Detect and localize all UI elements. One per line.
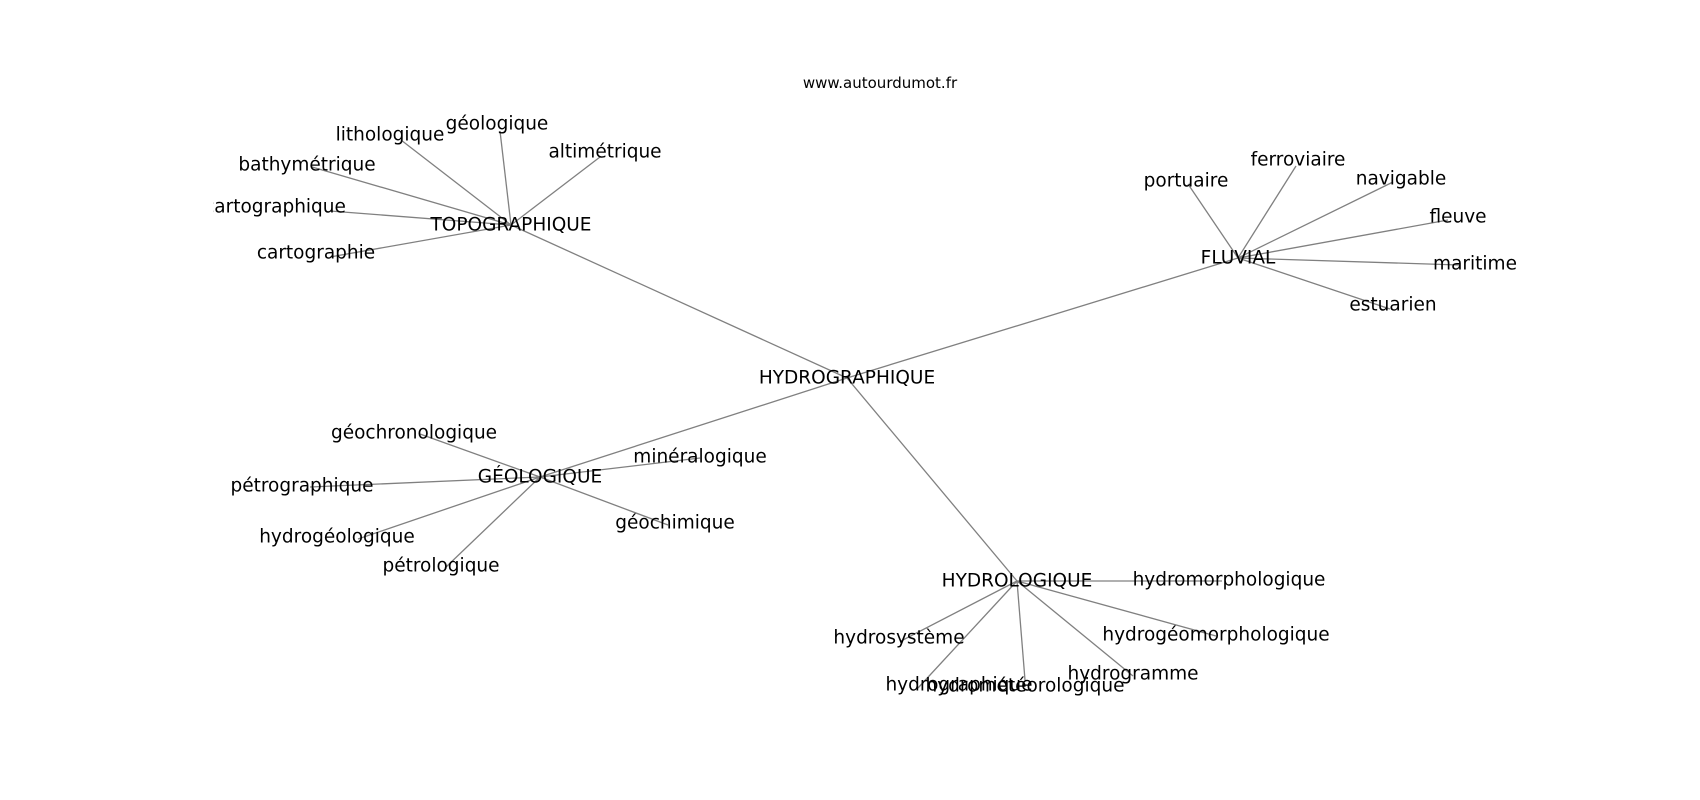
leaf-node-fluvial-4: maritime xyxy=(1433,254,1517,275)
edge-topographique-leaf-0 xyxy=(400,139,512,226)
edge-hydrologique-leaf-2 xyxy=(1016,580,1217,637)
leaf-node-fluvial-1: ferroviaire xyxy=(1251,150,1346,171)
edge-fluvial-leaf-4 xyxy=(1237,257,1460,266)
leaf-node-topographique-1: géologique xyxy=(446,114,549,135)
edge-fluvial-leaf-1 xyxy=(1237,165,1297,259)
edge-fluvial-leaf-5 xyxy=(1237,257,1391,310)
edge-fluvial-leaf-2 xyxy=(1237,181,1394,259)
leaf-node-geologique-5: pétrologique xyxy=(382,556,499,577)
edge-center-hydrologique xyxy=(846,377,1018,582)
leaf-node-hydrologique-1: hydrosystème xyxy=(833,628,964,649)
edge-topographique-leaf-3 xyxy=(311,166,512,226)
edge-hydrologique-leaf-3 xyxy=(1016,580,1134,677)
edge-topographique-leaf-1 xyxy=(499,130,512,226)
leaf-node-geologique-2: minéralogique xyxy=(633,447,766,468)
leaf-node-fluvial-2: navigable xyxy=(1356,169,1447,190)
edge-geologique-leaf-3 xyxy=(539,476,669,526)
leaf-node-geologique-0: géochronologique xyxy=(331,423,497,444)
edge-fluvial-leaf-0 xyxy=(1187,183,1239,259)
leaf-node-topographique-2: altimétrique xyxy=(548,142,661,163)
leaf-node-hydrologique-3: hydrogramme xyxy=(1067,664,1198,685)
labels-layer: HYDROGRAPHIQUETOPOGRAPHIQUElithologiqueg… xyxy=(204,114,1517,697)
leaf-node-fluvial-3: fleuve xyxy=(1429,207,1486,228)
edge-topographique-leaf-5 xyxy=(329,224,512,258)
edge-topographique-leaf-4 xyxy=(329,210,512,226)
source-label: www.autourdumot.fr xyxy=(802,74,958,92)
edge-hydrologique-leaf-1 xyxy=(900,580,1018,642)
edge-center-topographique xyxy=(510,224,848,379)
edge-hydrologique-leaf-4 xyxy=(917,580,1018,689)
hub-node-geologique: GÉOLOGIQUE xyxy=(478,466,602,488)
edge-geologique-leaf-2 xyxy=(539,457,701,478)
edge-geologique-leaf-0 xyxy=(419,433,541,478)
leaf-node-hydrologique-5: hydrométéorologique xyxy=(925,676,1124,697)
edge-topographique-leaf-2 xyxy=(510,156,601,226)
leaf-node-hydrologique-4: hydrographique xyxy=(885,675,1032,696)
edge-hydrologique-leaf-5 xyxy=(1016,580,1026,681)
leaf-node-topographique-5: cartographie xyxy=(257,243,375,264)
edge-fluvial-leaf-3 xyxy=(1237,219,1449,259)
center-node-label: HYDROGRAPHIQUE xyxy=(759,368,935,389)
leaf-node-fluvial-0: portuaire xyxy=(1144,171,1229,192)
leaf-node-geologique-4: hydrogéologique xyxy=(259,527,415,548)
hub-node-topographique: TOPOGRAPHIQUE xyxy=(430,215,592,236)
edge-center-fluvial xyxy=(846,257,1239,379)
edge-geologique-leaf-1 xyxy=(309,476,541,488)
leaf-node-hydrologique-0: hydromorphologique xyxy=(1133,570,1326,591)
hub-node-hydrologique: HYDROLOGIQUE xyxy=(942,571,1093,592)
leaf-node-topographique-4: cartographique xyxy=(204,197,346,218)
leaf-node-topographique-0: lithologique xyxy=(336,125,445,146)
leaf-node-topographique-3: bathymétrique xyxy=(238,155,375,176)
edges-layer xyxy=(309,130,1460,689)
leaf-node-hydrologique-2: hydrogéomorphologique xyxy=(1102,625,1329,646)
leaf-node-fluvial-5: estuarien xyxy=(1349,295,1436,316)
edge-geologique-leaf-4 xyxy=(357,476,541,540)
leaf-node-geologique-1: pétrographique xyxy=(230,476,373,497)
hub-node-fluvial: FLUVIAL xyxy=(1201,248,1276,269)
edge-center-geologique xyxy=(539,377,848,478)
leaf-node-geologique-3: géochimique xyxy=(615,513,735,534)
edge-geologique-leaf-5 xyxy=(444,476,541,569)
